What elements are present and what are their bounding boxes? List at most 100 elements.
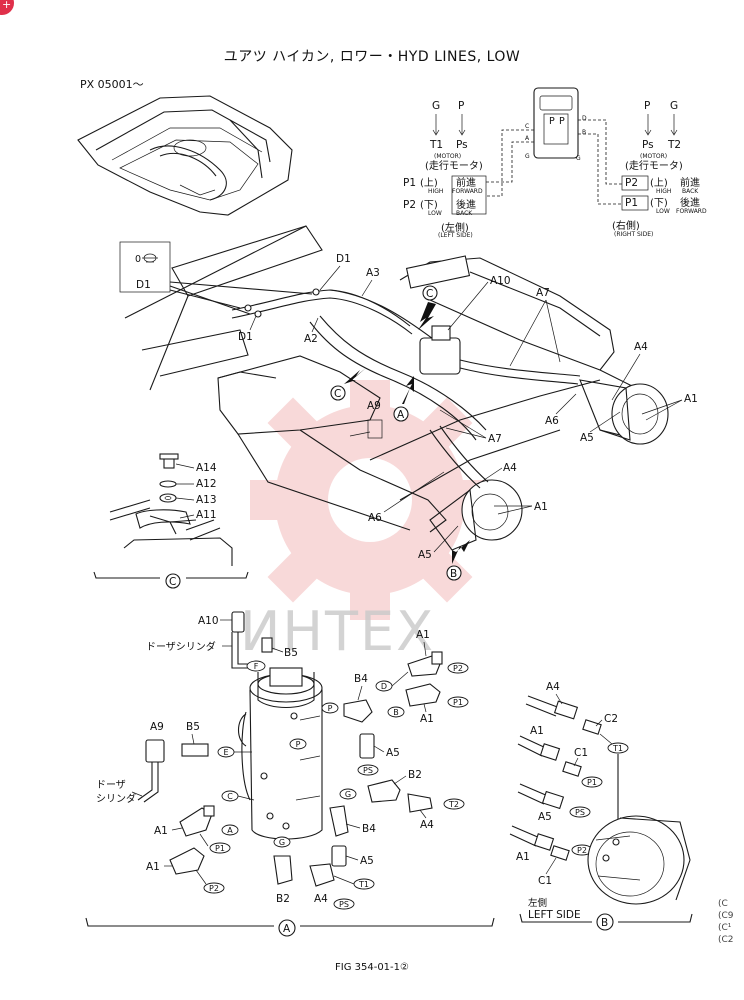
sch-right-motor-en: (MOTOR) [640,153,667,160]
detail-c-a11: A11 [196,509,217,521]
label-a5-left: A5 [418,549,432,561]
corner-badge: + [0,0,14,15]
sch-left-side-en: (LEFT SIDE) [438,232,473,239]
detail-a-tag-p-a: P [328,704,333,713]
detail-a-dozer-cyl-top: ドーザシリンダ [146,640,216,653]
label-a7-bottom: A7 [488,433,502,445]
detail-b-marker: B [601,917,608,929]
detail-b-a1-low: A1 [516,851,530,863]
sch-joint-port-b: B [582,129,586,136]
label-a3: A3 [366,267,380,279]
detail-b-a5: A5 [538,811,552,823]
detail-a-b2-low: B2 [276,893,290,905]
detail-a-tag-ps-mid: PS [363,766,373,775]
sch-left-row1-dir-en: FORWARD [452,188,483,195]
detail-b-side-en: LEFT SIDE [528,909,581,921]
detail-b-side-jp: 左側 [528,897,547,909]
sch-right-row1-port: P2 [625,177,638,189]
sch-joint-port-d: D [582,115,587,122]
label-a5-right: A5 [580,432,594,444]
sch-right-side-jp: (右側) [612,219,640,232]
page-title: ユアツ ハイカン, ロワー・HYD LINES, LOW [223,49,521,65]
detail-a-a10: A10 [198,615,219,627]
sch-left-port-g: G [432,100,440,112]
detail-a-b5-left: B5 [186,721,200,733]
detail-a-b2-mid: B2 [408,769,422,781]
detail-b: A4 C2 T1 A1 C1 P1 A5 PS A1 [509,681,693,931]
sch-left-port-p: P [458,100,464,112]
label-a9: A9 [367,400,381,412]
machine-overview-sketch [77,95,293,216]
label-a6-right: A6 [545,415,559,427]
sch-left-row1-jp: (上) [420,177,438,189]
sch-swivel-joint [533,87,579,159]
side-note-3: (C¹ [718,923,732,933]
sch-right-side-en: (RIGHT SIDE) [614,231,653,238]
sch-joint-port-c: C [525,123,529,130]
label-a10: A10 [490,275,511,287]
serial-range: PX 05001〜 [80,78,144,91]
sch-right-motor-jp: (走行モータ) [625,159,683,172]
detail-a-tag-b: B [393,708,399,717]
detail-c-a13: A13 [196,494,217,506]
detail-a-tag-p2-low: P2 [209,884,219,893]
sch-left-motor-en: (MOTOR) [434,153,461,160]
sch-right-port-p: P [644,100,650,112]
detail-c-a12: A12 [196,478,217,490]
sch-left-port-t1: T1 [429,139,443,151]
hydraulic-schematic: G P T1 Ps (MOTOR) (走行モータ) P1 (上) HIGH 前進… [403,87,707,239]
d1-detail-box [119,241,171,293]
detail-a-tag-f: F [254,662,259,671]
detail-b-c1-top: C1 [574,747,588,759]
sch-right-port-ps: Ps [642,139,654,151]
detail-a-tag-g-low: G [279,838,285,847]
detail-b-a1-top: A1 [530,725,544,737]
detail-b-tag-p2: P2 [577,846,587,855]
sch-left-row1-en: HIGH [428,188,443,195]
marker-c-top: C [426,288,433,300]
figure-number: FIG 354-01-1② [335,962,409,973]
sch-right-row2-dir-en: FORWARD [676,208,707,215]
marker-b: B [450,568,457,580]
detail-a: A10 ドーザシリンダ B5 F A1 P2 D A1 P1 [85,611,495,937]
detail-c-marker: C [169,576,176,588]
detail-a-a4-low: A4 [314,893,328,905]
detail-a-a1-mid: A1 [420,713,434,725]
sch-right-row2-en: LOW [656,208,670,215]
label-d1-top: D1 [336,253,351,265]
detail-a-a4-mid: A4 [420,819,434,831]
detail-a-tag-g-mid: G [345,790,351,799]
d1-detail-text: 0 [135,254,141,265]
detail-a-a1-low2: A1 [146,861,160,873]
label-d1-box: D1 [136,279,151,291]
detail-a-b4-low: B4 [362,823,376,835]
detail-a-a9: A9 [150,721,164,733]
label-a1-right: A1 [684,393,698,405]
detail-b-tag-p1: P1 [587,778,597,787]
sch-left-row2-en: LOW [428,210,442,217]
sch-right-port-t2: T2 [667,139,681,151]
detail-a-dozer-left-1: ドーザ [96,779,126,791]
detail-a-b5-top: B5 [284,647,298,659]
sch-right-row1-jp: (上) [650,177,668,189]
sch-left-side-jp: (左側) [441,221,469,234]
detail-c-a14: A14 [196,462,217,474]
sch-left-row1-dir-jp: 前進 [456,176,476,189]
label-d1-left: D1 [238,331,253,343]
sch-right-row1-en: HIGH [656,188,671,195]
side-note-2: (C9 [718,911,734,921]
sch-joint-port-p2: P [559,116,565,127]
detail-b-a4: A4 [546,681,560,693]
detail-a-tag-ps-low: PS [339,900,349,909]
detail-a-tag-a: A [227,826,233,835]
detail-a-a5-low: A5 [360,855,374,867]
sch-joint-port-p1: P [549,116,555,127]
detail-a-tag-p2-top: P2 [453,664,463,673]
sch-joint-port-g2: G [576,155,581,162]
sch-left-port-ps: Ps [456,139,468,151]
side-note-1: (C [718,899,728,909]
sch-left-row1-port: P1 [403,177,416,189]
detail-a-tag-p1-top: P1 [453,698,463,707]
label-a4-right: A4 [634,341,648,353]
